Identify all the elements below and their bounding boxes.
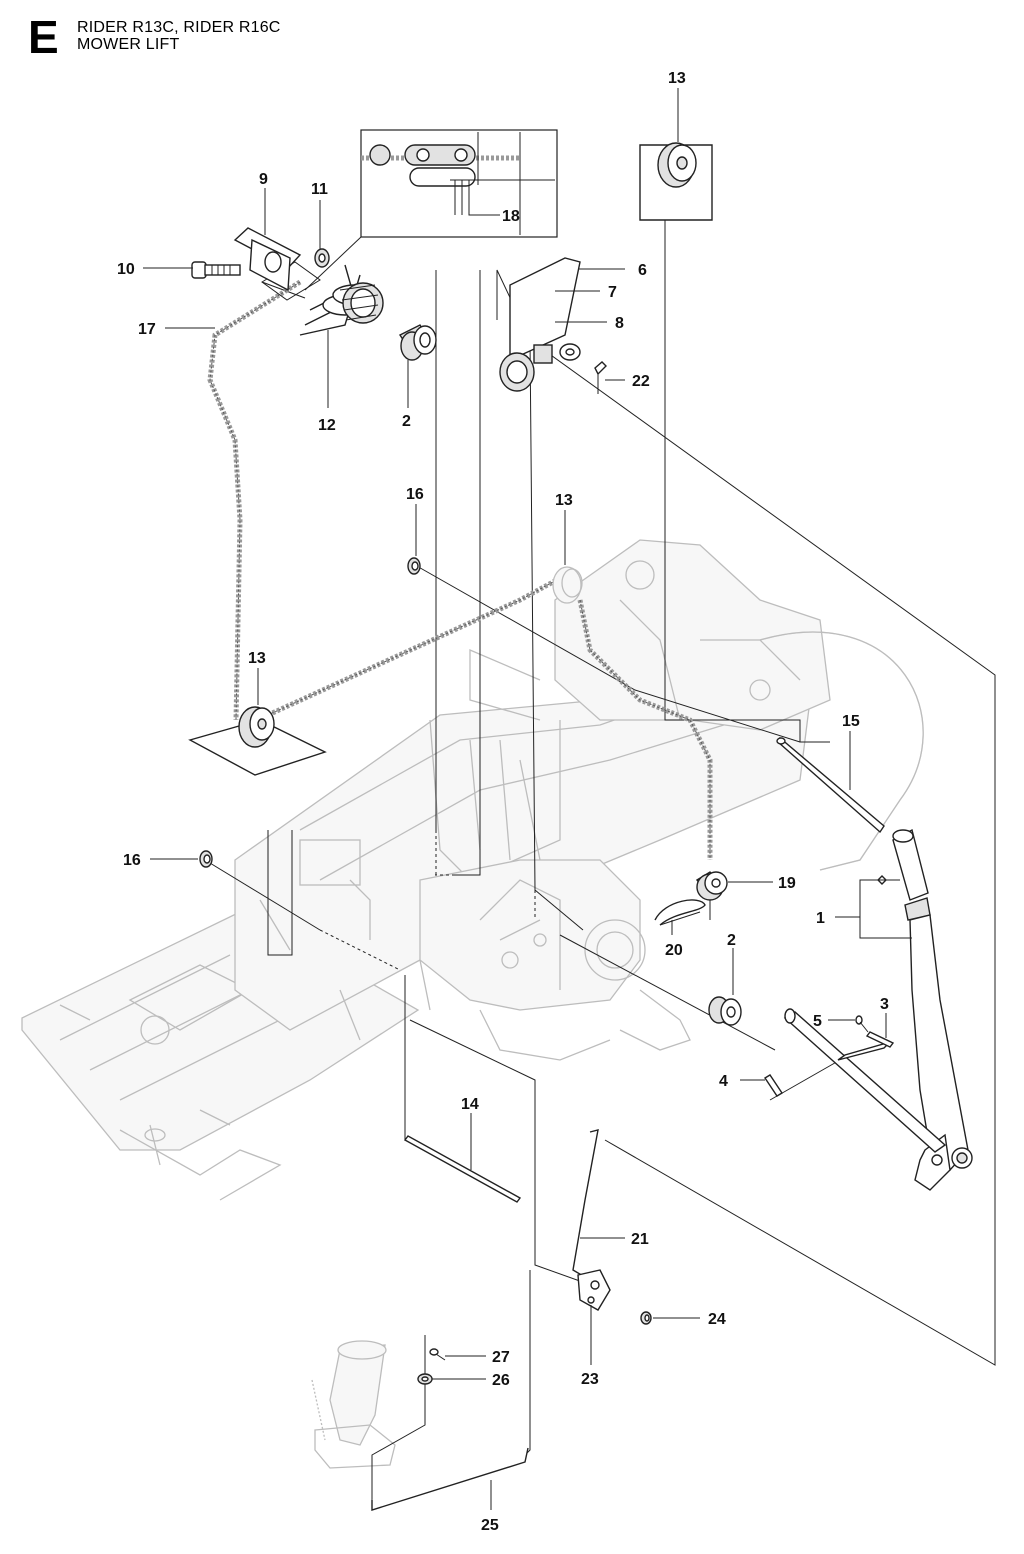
- callout-12: 12: [318, 417, 336, 434]
- callout-numbers: 1 2 2 3 4 5 6 7 8 9 10 11 12 13 13 13 14…: [117, 70, 889, 1534]
- pin-3: [865, 1031, 895, 1048]
- callout-3: 3: [880, 996, 889, 1013]
- clip-24: [640, 1311, 652, 1325]
- rod-14: [403, 1135, 522, 1203]
- callout-leaders: [143, 88, 912, 1510]
- hairpin-20: [654, 899, 706, 926]
- assembly-name: MOWER LIFT: [77, 36, 180, 53]
- model-line: RIDER R13C, RIDER R16C: [77, 19, 281, 36]
- pulley-13-left: [188, 706, 327, 776]
- callout-21: 21: [631, 1231, 649, 1248]
- lift-chain: [207, 279, 713, 860]
- callout-2: 2: [402, 413, 411, 430]
- callout-13: 13: [555, 492, 573, 509]
- cotter-pin-22: [594, 361, 607, 394]
- callout-14: 14: [461, 1096, 479, 1113]
- callout-22: 22: [632, 373, 650, 390]
- bolt-10: [191, 261, 241, 279]
- bracket-9: [233, 227, 302, 292]
- bracket-6: [499, 257, 581, 392]
- frame-ghost: [21, 539, 924, 1469]
- pin-27: [429, 1348, 446, 1361]
- callout-17: 17: [138, 321, 156, 338]
- callout-16: 16: [406, 486, 424, 503]
- callout-16: 16: [123, 852, 141, 869]
- pin-4: [764, 1074, 783, 1097]
- callout-25: 25: [481, 1517, 499, 1534]
- bushing-2-top: [398, 324, 437, 361]
- pin-5: [855, 1015, 869, 1033]
- callout-26: 26: [492, 1372, 510, 1389]
- callout-5: 5: [813, 1013, 822, 1030]
- washer-16-lower: [199, 850, 213, 868]
- washer-16-upper: [407, 557, 421, 575]
- collar-19: [695, 871, 728, 901]
- callout-18: 18: [502, 208, 520, 225]
- callout-27: 27: [492, 1349, 510, 1366]
- bushing-2-lower: [708, 996, 742, 1026]
- nut-11: [314, 248, 330, 268]
- callout-15: 15: [842, 713, 860, 730]
- callout-20: 20: [665, 942, 683, 959]
- washer-26: [417, 1373, 433, 1385]
- callout-2: 2: [727, 932, 736, 949]
- callout-7: 7: [608, 284, 617, 301]
- callout-11: 11: [311, 181, 328, 198]
- rod-15: [776, 736, 885, 834]
- rod-25: [371, 1447, 529, 1511]
- callout-13: 13: [668, 70, 686, 87]
- spring-12: [299, 264, 384, 336]
- callout-23: 23: [581, 1371, 599, 1388]
- lift-lever-1: [877, 828, 973, 1191]
- callout-9: 9: [259, 171, 268, 188]
- callout-13: 13: [248, 650, 266, 667]
- callout-6: 6: [638, 262, 647, 279]
- link-rod-21: [572, 1129, 599, 1281]
- callout-4: 4: [719, 1073, 728, 1090]
- pulley-13-middle: [552, 566, 583, 604]
- callout-1: 1: [816, 910, 825, 927]
- pulley-13-top: [639, 142, 713, 221]
- arm-23: [577, 1269, 611, 1311]
- callout-8: 8: [615, 315, 624, 332]
- section-letter: E: [28, 11, 59, 63]
- chain-link-inset: [261, 129, 558, 301]
- callout-19: 19: [778, 875, 796, 892]
- callout-24: 24: [708, 1311, 726, 1328]
- callout-10: 10: [117, 261, 135, 278]
- assembly-lines: [204, 180, 996, 1500]
